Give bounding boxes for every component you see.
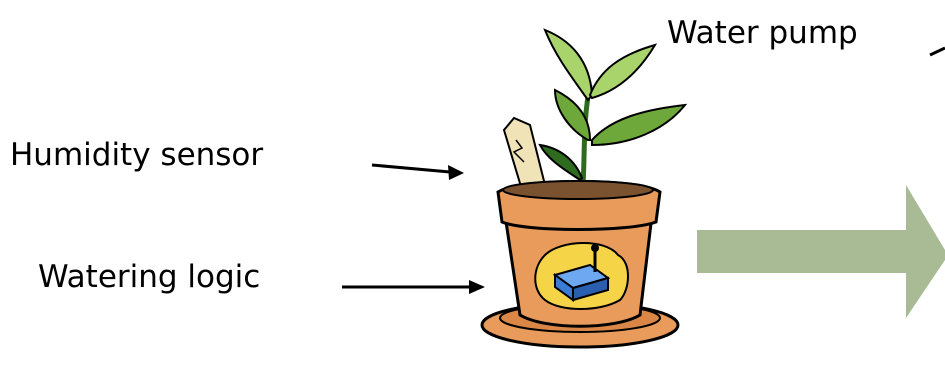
block-arrow bbox=[697, 185, 945, 318]
water-pump-label: Water pump bbox=[667, 15, 858, 51]
watering-logic-label: Watering logic bbox=[38, 259, 260, 295]
humidity-sensor-stake bbox=[504, 118, 545, 190]
humidity-sensor-pointer bbox=[372, 165, 464, 180]
water-pump-pointer bbox=[930, 48, 945, 55]
soil bbox=[503, 181, 653, 199]
watering-logic-pointer bbox=[342, 280, 485, 294]
humidity-sensor-label: Humidity sensor bbox=[10, 137, 263, 173]
plant bbox=[540, 30, 685, 185]
watering-logic-badge bbox=[535, 243, 628, 309]
